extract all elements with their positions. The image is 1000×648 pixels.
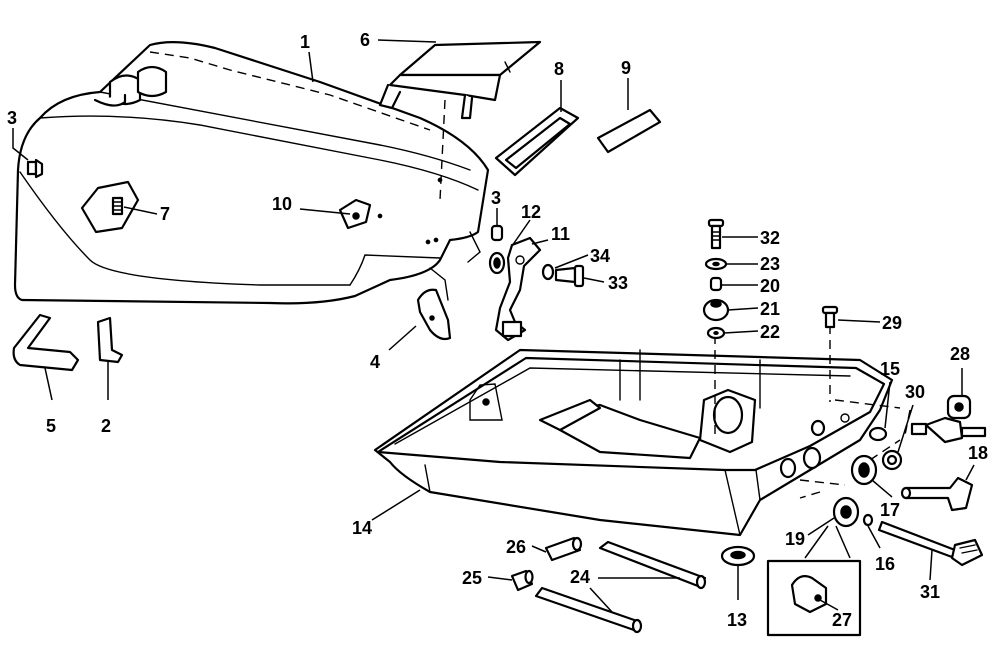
bracket-2 [96,316,124,364]
callout-33: 33 [608,273,628,293]
plug-3-right [490,224,504,242]
callout-19: 19 [785,529,805,549]
callout-9: 9 [621,58,631,78]
callout-labels: 1 6 8 9 3 7 10 3 12 11 34 33 4 5 2 14 32… [7,30,988,630]
inset-box-27 [766,559,862,637]
latch-4 [416,267,452,341]
clip-16 [862,513,874,527]
callout-24: 24 [570,567,590,587]
callout-27: 27 [832,610,852,630]
inset-leader [804,525,851,559]
bolt-32 [707,218,725,250]
callout-18: 18 [968,443,988,463]
callout-5: 5 [46,416,56,436]
grommet-19 [832,496,860,528]
callout-10: 10 [272,194,292,214]
spacer-20 [709,276,723,292]
grommet-21 [702,298,730,322]
callout-16: 16 [875,554,895,574]
callout-4: 4 [370,352,380,372]
callout-6: 6 [360,30,370,50]
key-31 [877,520,984,567]
callout-30: 30 [905,382,925,402]
lower-pan-14 [373,325,911,537]
callout-3-right: 3 [491,188,501,208]
callout-11: 11 [551,224,570,244]
callout-1: 1 [300,32,310,52]
pin-15 [868,426,888,442]
leader-lines [12,39,975,613]
callout-3-left: 3 [7,108,17,128]
callout-13: 13 [727,610,747,630]
engine-cover-top [13,41,490,305]
washer-23 [704,257,728,271]
grommet-12 [488,251,506,275]
screw-29 [821,305,839,329]
washer-22 [706,326,726,340]
connector-28 [910,394,987,444]
screw-3-left [26,158,44,179]
grille-8 [494,106,580,177]
grommet-13 [720,545,756,567]
callout-14: 14 [352,518,372,538]
fitting-18 [900,476,974,512]
callout-8: 8 [554,59,564,79]
handle-5 [12,313,80,372]
callout-17: 17 [880,500,900,520]
seal-17 [850,454,878,486]
callout-22: 22 [760,322,780,342]
callout-12: 12 [521,202,541,222]
callout-34: 34 [590,246,610,266]
callout-21: 21 [760,299,780,319]
callout-23: 23 [760,254,780,274]
screw-33 [554,264,585,288]
callout-31: 31 [920,582,940,602]
tube-25 [510,569,534,592]
cover-panel-6 [378,40,542,201]
tube-24-upper [598,540,707,590]
callout-26: 26 [506,537,526,557]
lever-11 [494,236,542,342]
callout-15: 15 [880,359,900,379]
screw-7 [111,196,124,216]
callout-32: 32 [760,228,780,248]
callout-29: 29 [882,313,902,333]
tube-26 [544,536,583,562]
decal-9 [596,108,662,154]
tube-24-lower [534,586,643,634]
washer-34 [541,263,555,281]
oring-30 [881,449,903,471]
callout-20: 20 [760,276,780,296]
callout-25: 25 [462,568,482,588]
callout-7: 7 [160,204,170,224]
callout-2: 2 [101,416,111,436]
callout-28: 28 [950,344,970,364]
